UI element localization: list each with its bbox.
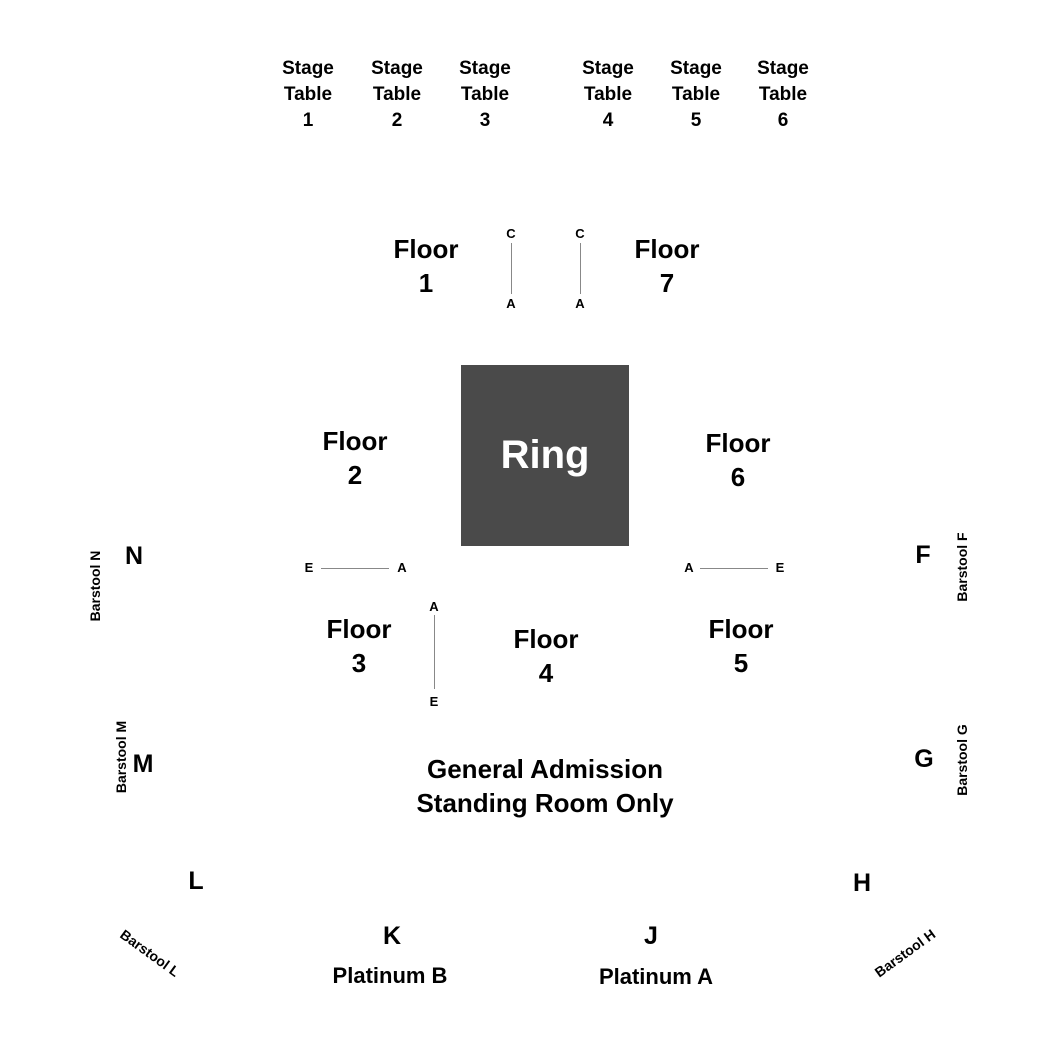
barstool-h-label[interactable]: Barstool H <box>871 925 939 981</box>
floor-3-section[interactable]: Floor 3 <box>326 614 392 678</box>
section-k[interactable]: K <box>382 922 402 950</box>
barstool-l-label[interactable]: Barstool L <box>117 926 183 980</box>
row-divider-line <box>511 243 512 294</box>
barstool-g-label[interactable]: Barstool G <box>954 724 970 796</box>
row-marker-e: E <box>304 560 314 575</box>
barstool-m-label[interactable]: Barstool M <box>113 720 129 794</box>
section-n[interactable]: N <box>124 542 144 570</box>
barstool-n-label[interactable]: Barstool N <box>87 550 103 622</box>
floor-4-section[interactable]: Floor 4 <box>513 624 579 688</box>
stage-table-5[interactable]: Stage Table 5 <box>670 58 722 131</box>
row-divider-line <box>434 615 435 689</box>
floor-7-section[interactable]: Floor 7 <box>634 234 700 298</box>
stage-table-3[interactable]: Stage Table 3 <box>459 58 511 131</box>
section-g[interactable]: G <box>914 745 934 773</box>
general-admission-area[interactable]: General Admission Standing Room Only <box>416 754 674 818</box>
row-marker-e: E <box>775 560 785 575</box>
row-marker-a: A <box>397 560 407 575</box>
row-marker-e: E <box>429 694 439 709</box>
section-j[interactable]: J <box>644 922 658 950</box>
floor-1-section[interactable]: Floor 1 <box>393 234 459 298</box>
floor-5-section[interactable]: Floor 5 <box>708 614 774 678</box>
barstool-f-label[interactable]: Barstool F <box>954 532 970 602</box>
platinum-b-label[interactable]: Platinum B <box>332 963 448 988</box>
row-divider-line <box>321 568 389 569</box>
floor-6-section[interactable]: Floor 6 <box>705 428 771 492</box>
row-marker-c: C <box>575 226 585 241</box>
row-marker-a: A <box>684 560 694 575</box>
row-marker-a: A <box>506 296 516 311</box>
row-marker-a: A <box>429 599 439 614</box>
row-marker-a: A <box>575 296 585 311</box>
stage-table-1[interactable]: Stage Table 1 <box>282 58 334 131</box>
ring: Ring <box>461 365 629 546</box>
platinum-a-label[interactable]: Platinum A <box>598 964 714 989</box>
section-h[interactable]: H <box>852 869 872 897</box>
stage-table-6[interactable]: Stage Table 6 <box>757 58 809 131</box>
row-divider-line <box>580 243 581 294</box>
stage-table-4[interactable]: Stage Table 4 <box>582 58 634 131</box>
section-m[interactable]: M <box>132 750 154 778</box>
stage-table-2[interactable]: Stage Table 2 <box>371 58 423 131</box>
section-l[interactable]: L <box>188 867 204 895</box>
section-f[interactable]: F <box>915 541 931 569</box>
row-marker-c: C <box>506 226 516 241</box>
ring-label: Ring <box>500 433 590 477</box>
row-divider-line <box>700 568 768 569</box>
floor-2-section[interactable]: Floor 2 <box>322 426 388 490</box>
